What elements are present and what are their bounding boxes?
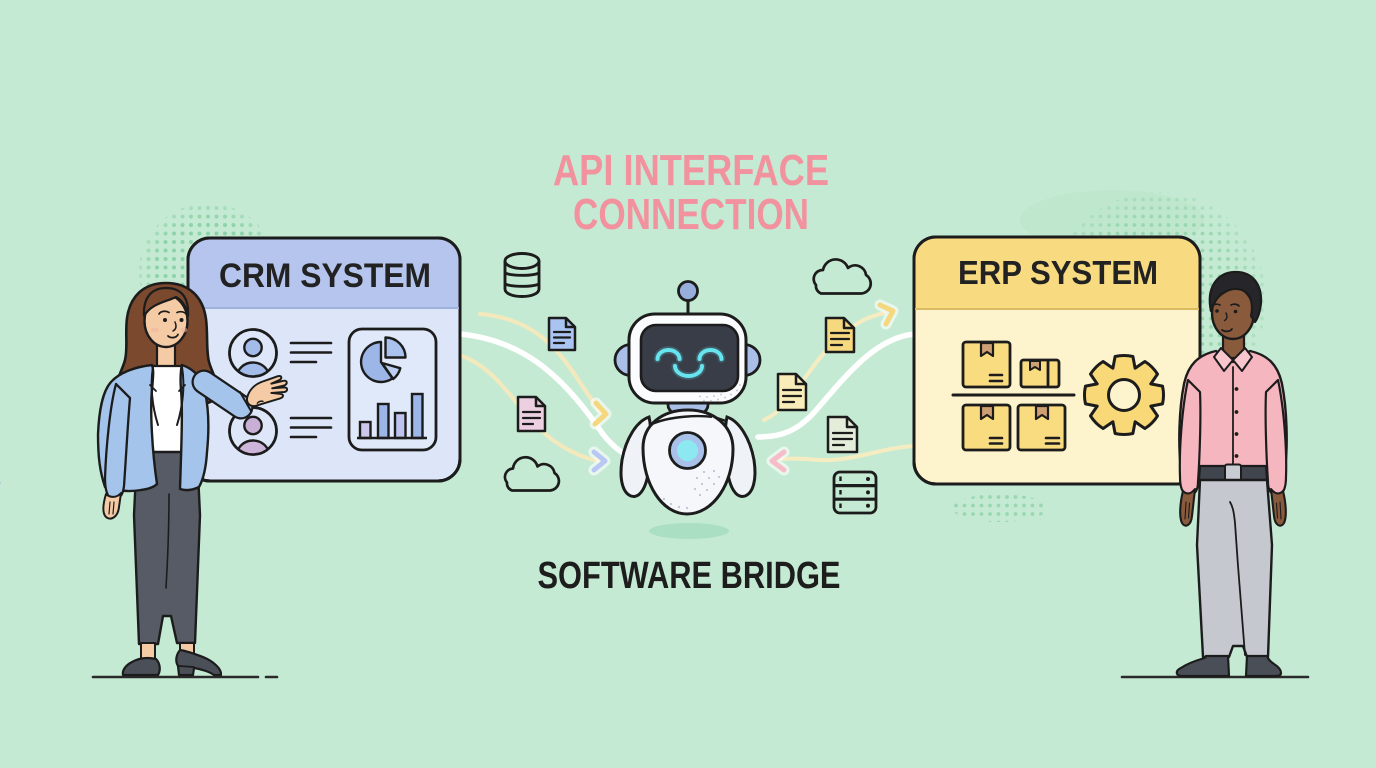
svg-text:API INTERFACE: API INTERFACE xyxy=(553,146,829,195)
svg-text:CONNECTION: CONNECTION xyxy=(573,190,809,239)
svg-text:CRM SYSTEM: CRM SYSTEM xyxy=(219,257,431,295)
svg-text:SOFTWARE BRIDGE: SOFTWARE BRIDGE xyxy=(538,555,841,597)
svg-text:ERP SYSTEM: ERP SYSTEM xyxy=(958,254,1158,291)
